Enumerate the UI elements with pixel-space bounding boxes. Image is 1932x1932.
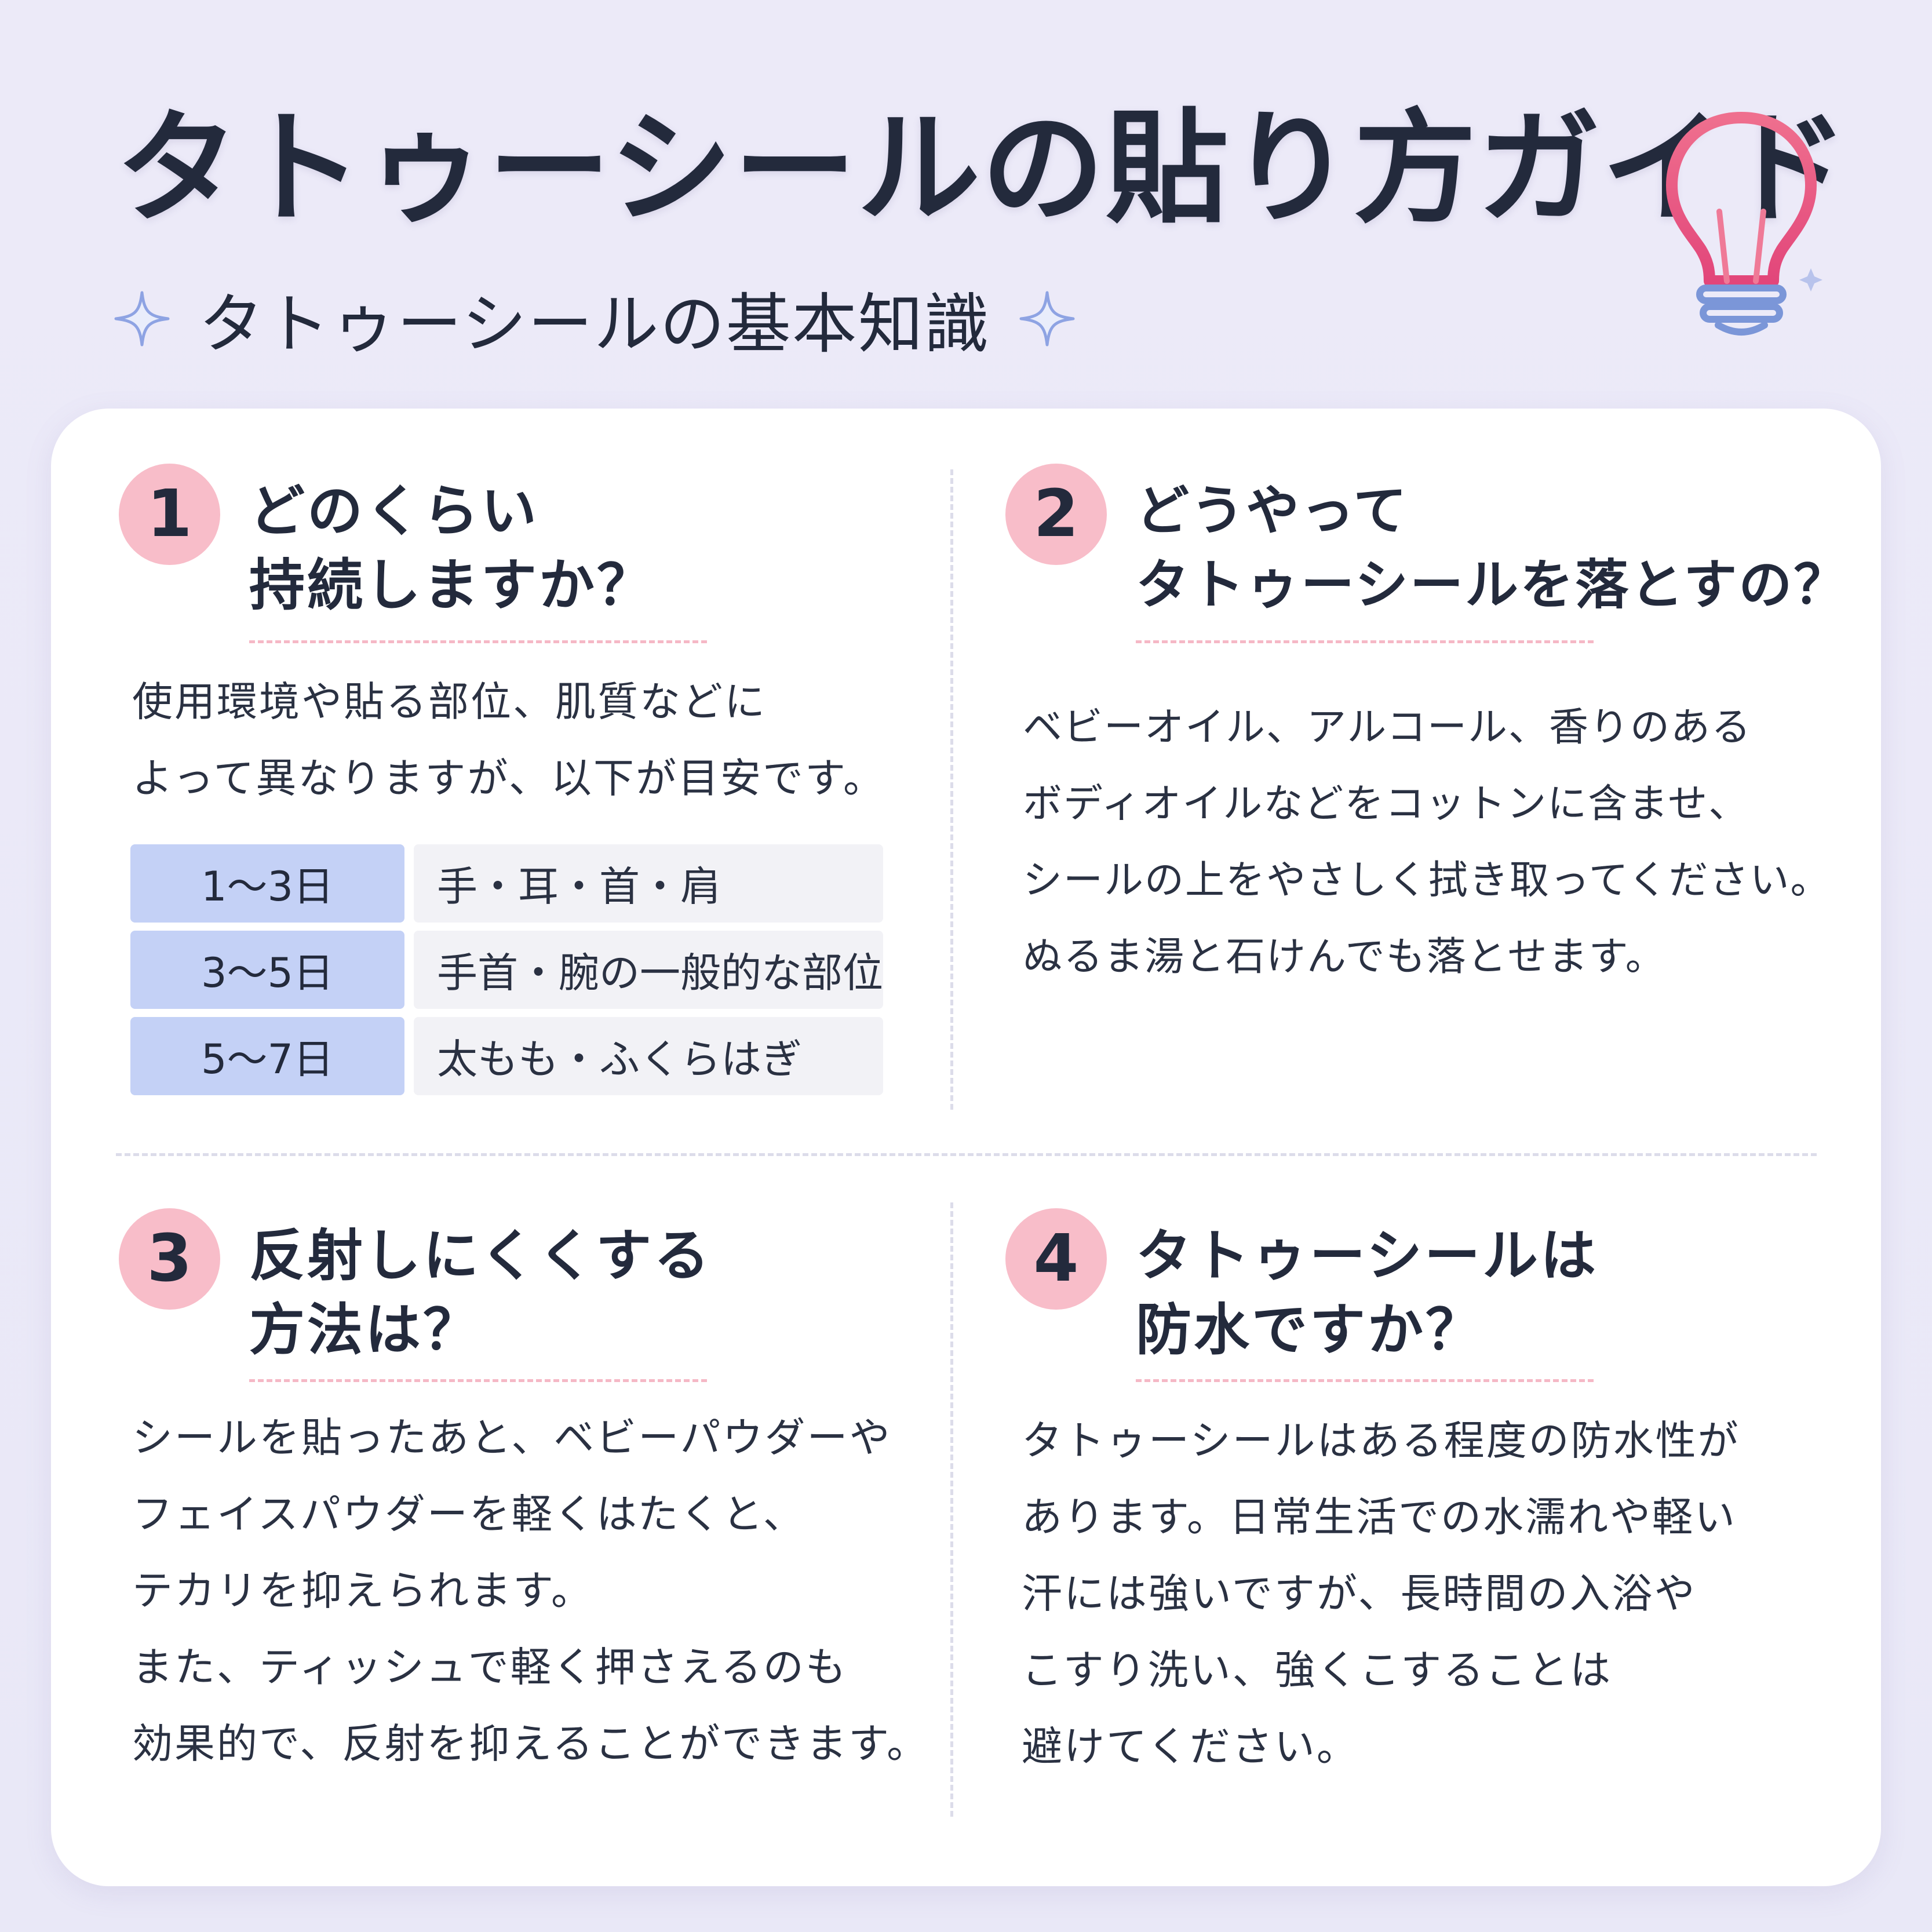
question-underline (1136, 640, 1594, 643)
content-card (51, 409, 1881, 1886)
section-question: 反射しにくくする 方法は？ (249, 1223, 712, 1362)
duration-table: 1〜3日 手・耳・首・肩 3〜5日 手首・腕の一般的な部位 5〜7日 太もも・ふ… (130, 844, 883, 1103)
table-parts: 太もも・ふくらはぎ (414, 1017, 883, 1095)
section-question: どのくらい 持続しますか？ (249, 479, 655, 618)
section-question: どうやって タトゥーシールを落とすの？ (1136, 480, 1849, 616)
table-row: 1〜3日 手・耳・首・肩 (130, 844, 883, 923)
table-days: 1〜3日 (130, 844, 404, 923)
section-body: タトゥーシールはある程度の防水性が あります。日常生活での水濡れや軽い 汗には強… (1022, 1417, 1740, 1770)
section-number: 4 (1005, 1208, 1107, 1310)
vertical-divider (950, 1202, 953, 1817)
question-underline (249, 640, 707, 643)
section-body: シールを貼ったあと、ベビーパウダーや フェイスパウダーを軽くはたくと、 テカリを… (132, 1414, 929, 1767)
sparkle-icon (1019, 291, 1075, 347)
horizontal-divider (116, 1153, 1817, 1156)
question-underline (1136, 1379, 1594, 1382)
section-body: ベビーオイル、アルコール、香りのある ボディオイルなどをコットンに含ませ、 シー… (1023, 705, 1831, 980)
section-number: 2 (1005, 464, 1107, 565)
table-parts: 手・耳・首・肩 (414, 844, 883, 923)
subtitle: タトゥーシールの基本知識 (199, 287, 990, 362)
section-number: 3 (119, 1208, 220, 1310)
vertical-divider (950, 469, 953, 1110)
section-question: タトゥーシールは 防水ですか？ (1136, 1223, 1599, 1362)
sparkle-icon (114, 291, 170, 347)
question-underline (249, 1379, 707, 1382)
table-row: 3〜5日 手首・腕の一般的な部位 (130, 931, 883, 1009)
table-days: 3〜5日 (130, 931, 404, 1009)
subtitle-row: タトゥーシールの基本知識 (113, 281, 1076, 362)
lightbulb-icon (1666, 112, 1822, 336)
section-body: 使用環境や貼る部位、肌質などに よって異なりますが、以下が目安です。 (132, 678, 885, 802)
table-row: 5〜7日 太もも・ふくらはぎ (130, 1017, 883, 1095)
page-title: タトゥーシールの貼り方ガイド (116, 97, 1850, 240)
table-days: 5〜7日 (130, 1017, 404, 1095)
section-number: 1 (119, 464, 220, 565)
table-parts: 手首・腕の一般的な部位 (414, 931, 883, 1009)
